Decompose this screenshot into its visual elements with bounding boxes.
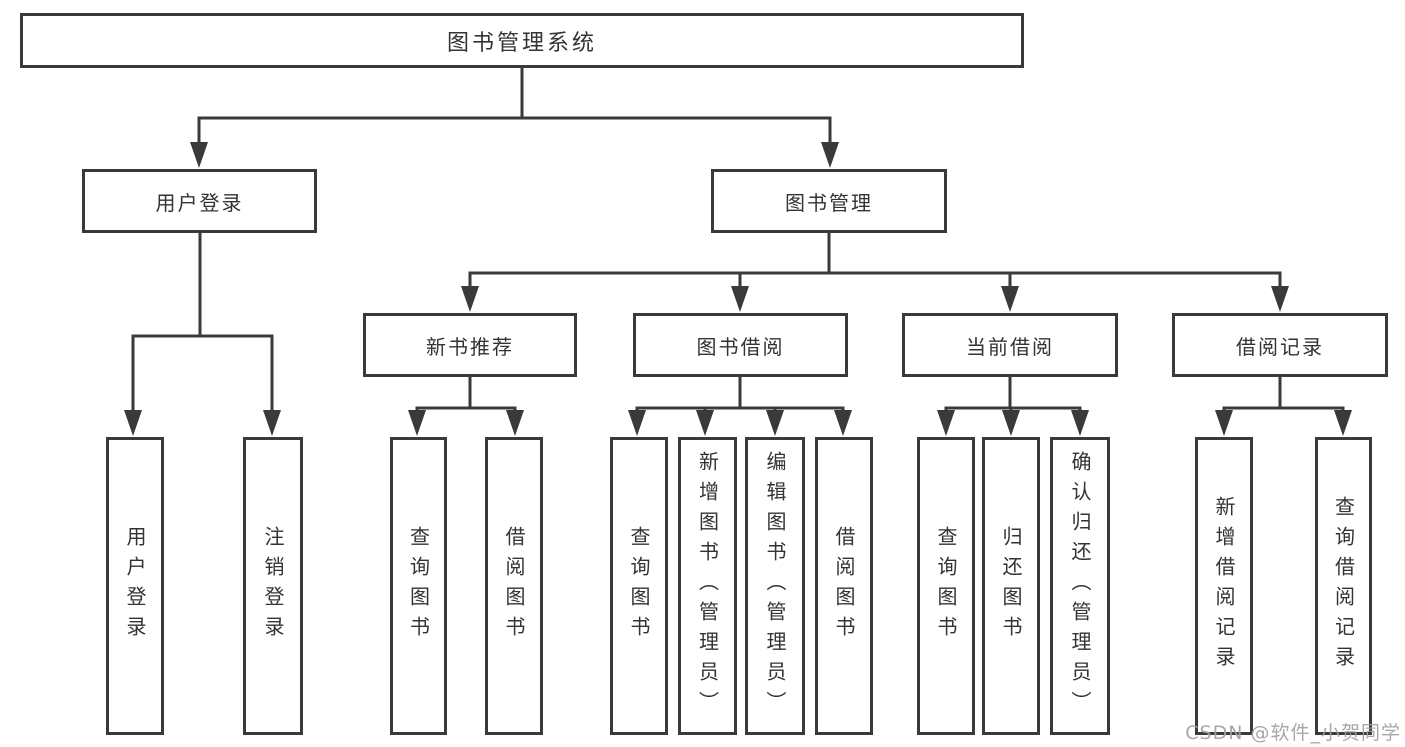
leaf-add-books-admin: 新增图书（管理员） [678,437,737,735]
leaf-label: 查询图书 [934,526,958,646]
node-label: 图书管理系统 [446,30,597,56]
node-library-management-system: 图书管理系统 [20,13,1024,68]
leaf-confirm-return-admin: 确认归还（管理员） [1050,437,1110,735]
node-new-book-recommend: 新书推荐 [363,313,577,377]
leaf-label: 确认归还（管理员） [1068,451,1092,721]
node-label: 借阅记录 [1236,334,1324,359]
leaf-label: 查询借阅记录 [1331,496,1356,676]
leaf-label: 查询图书 [406,526,431,646]
leaf-label: 编辑图书（管理员） [763,451,787,721]
node-label: 图书管理 [785,190,873,215]
node-label: 新书推荐 [426,334,514,359]
leaf-borrow-books-recommend: 借阅图书 [485,437,543,735]
leaf-add-borrow-record: 新增借阅记录 [1195,437,1253,735]
node-current-borrow: 当前借阅 [902,313,1118,377]
leaf-query-borrow-record: 查询借阅记录 [1315,437,1372,735]
csdn-watermark: CSDN @软件_小贺同学 [1185,722,1401,744]
leaf-label: 借阅图书 [832,526,856,646]
leaf-label: 新增借阅记录 [1212,496,1236,676]
leaf-label: 注销登录 [261,526,285,646]
leaf-logout: 注销登录 [243,437,303,735]
leaf-user-login: 用户登录 [106,437,164,735]
leaf-query-books-recommend: 查询图书 [390,437,447,735]
leaf-edit-books-admin: 编辑图书（管理员） [745,437,805,735]
node-label: 当前借阅 [966,334,1054,359]
leaf-query-books-current: 查询图书 [917,437,975,735]
node-label: 用户登录 [155,190,244,215]
node-borrow-record: 借阅记录 [1172,313,1388,377]
leaf-label: 借阅图书 [502,526,526,646]
leaf-query-books-borrow: 查询图书 [610,437,668,735]
leaf-borrow-books: 借阅图书 [815,437,873,735]
node-book-management: 图书管理 [711,169,947,233]
node-book-borrow: 图书借阅 [633,313,848,377]
leaf-label: 归还图书 [999,526,1023,646]
leaf-label: 新增图书（管理员） [695,451,720,721]
node-label: 图书借阅 [696,334,785,359]
leaf-label: 用户登录 [123,526,147,646]
leaf-return-books: 归还图书 [982,437,1040,735]
node-user-login: 用户登录 [82,169,317,233]
leaf-label: 查询图书 [627,526,651,646]
